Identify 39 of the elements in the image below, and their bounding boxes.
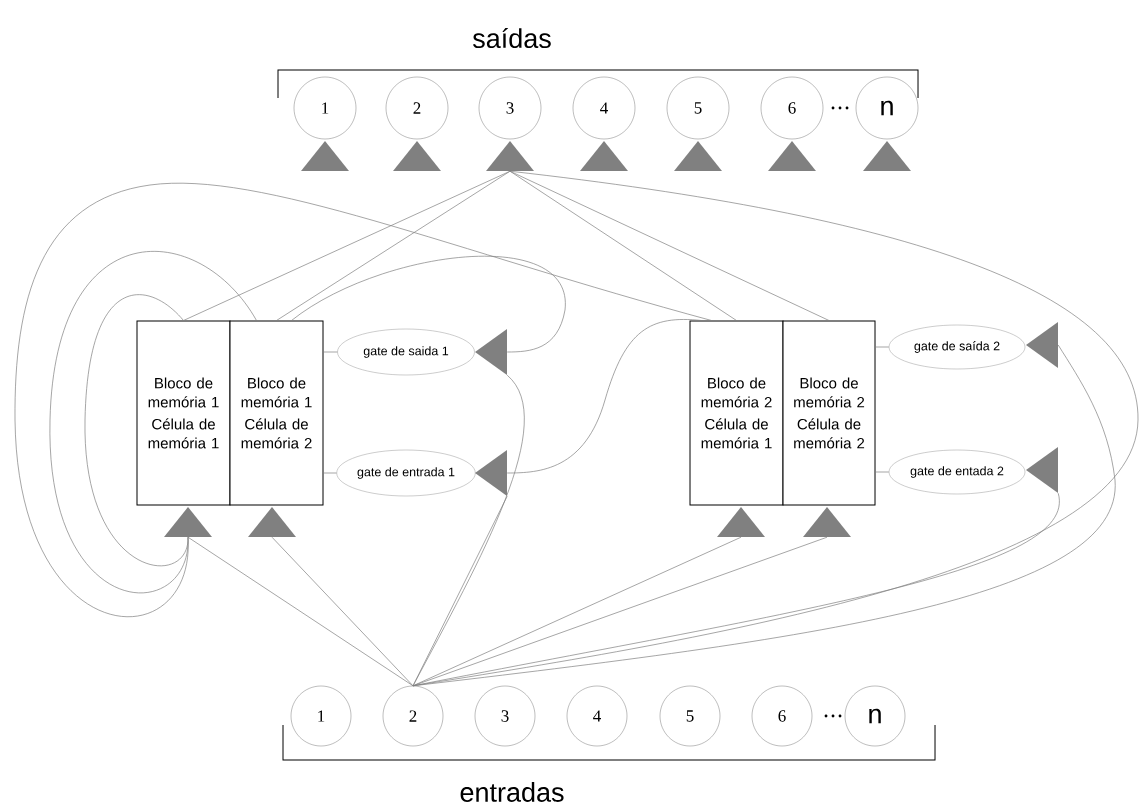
memory-cell-box: Bloco de memória 2 Célula de memória 1 [689, 320, 784, 506]
memory-cell-box: Bloco de memória 1 Célula de memória 1 [136, 320, 231, 506]
connection-line [412, 536, 828, 687]
triangle [393, 141, 441, 171]
triangle [248, 507, 296, 537]
connection-line [412, 344, 1116, 687]
group-label: entradas [460, 782, 564, 802]
connection-line [875, 346, 890, 348]
triangle [475, 329, 507, 375]
connection-line [509, 170, 737, 321]
connection-line [875, 471, 890, 473]
connection-line [291, 256, 566, 353]
triangle [486, 141, 534, 171]
connection-line [84, 294, 189, 567]
memory-cell-box: Bloco de memória 1 Célula de memória 2 [229, 320, 324, 506]
memory-cell-box: Bloco de memória 2 Célula de memória 2 [782, 320, 876, 506]
triangle [301, 141, 349, 171]
connection-line [276, 170, 511, 321]
connection-line [187, 536, 414, 687]
triangle [164, 507, 212, 537]
connection-line [49, 251, 257, 594]
group-label: saídas [473, 27, 551, 49]
triangle [717, 507, 765, 537]
triangle [475, 450, 507, 496]
triangle [768, 141, 816, 171]
connection-line [412, 536, 742, 687]
connection-line [506, 319, 702, 474]
triangle [1026, 322, 1058, 368]
connection-line [412, 374, 525, 687]
connection-line [271, 536, 414, 687]
triangle [1026, 447, 1058, 493]
triangle [863, 141, 911, 171]
connection-line [323, 472, 337, 474]
triangle [803, 507, 851, 537]
triangle [674, 141, 722, 171]
connection-line [323, 351, 338, 353]
connection-line [509, 170, 830, 321]
connection-line [14, 182, 712, 618]
triangle [580, 141, 628, 171]
